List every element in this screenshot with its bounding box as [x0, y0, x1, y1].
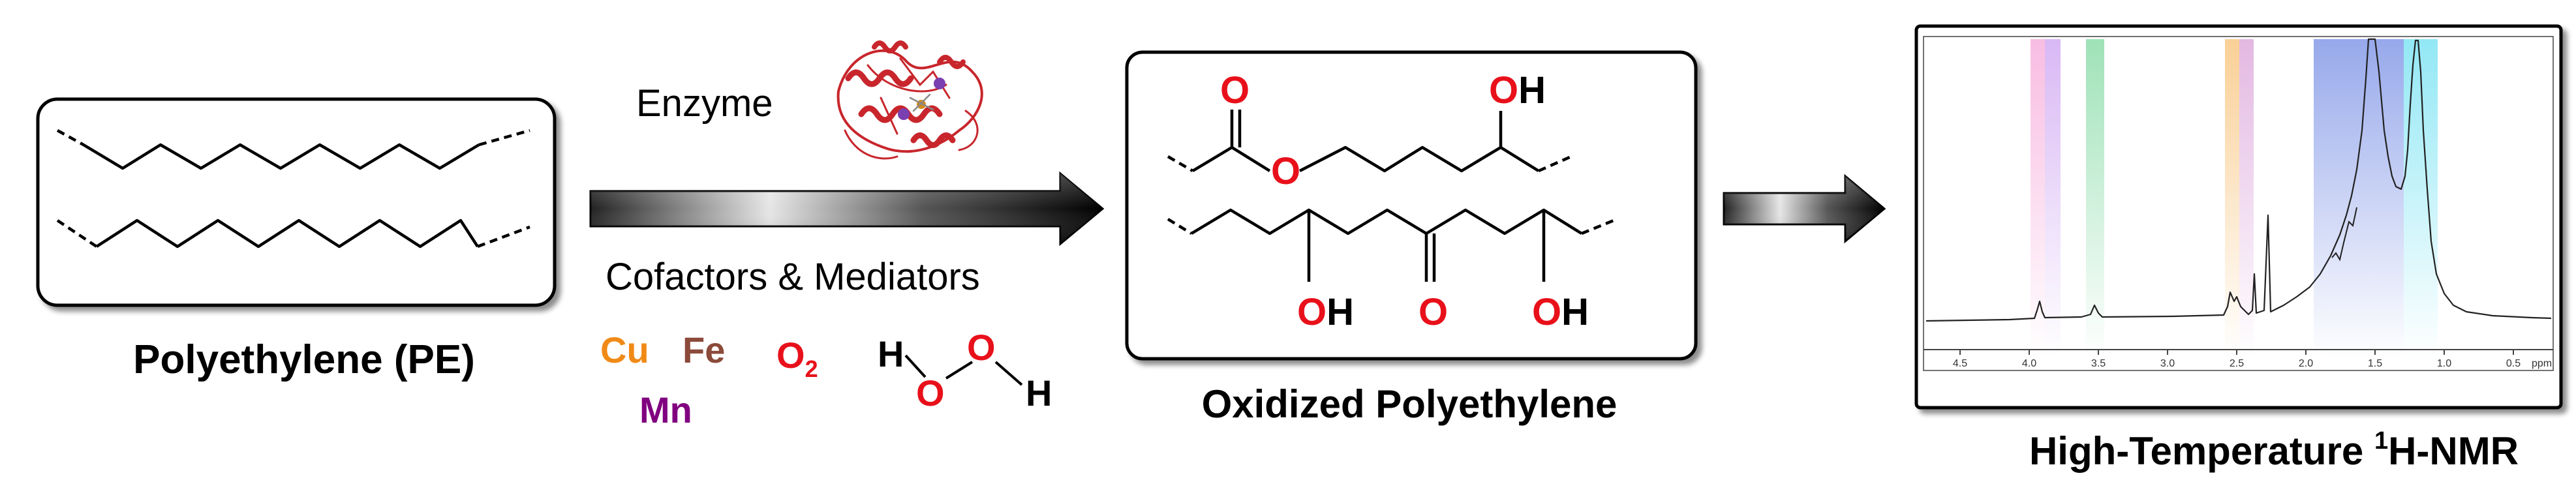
svg-text:O: O	[967, 327, 996, 368]
nmr-x-axis: 4.5 4.0 3.5 3.0 2.5 2.0 1.5 1.0 0.5 ppm	[1924, 349, 2553, 369]
nmr-tick-label: 3.0	[2160, 358, 2175, 369]
oxidized-box	[1125, 50, 1698, 361]
hydrogen-peroxide-structure: H O O H	[878, 327, 1052, 414]
pe-chain-top	[56, 128, 530, 170]
iron-label: Fe	[682, 329, 725, 370]
oxygen-label: O2	[776, 335, 818, 382]
nmr-spectrum-trace	[1925, 38, 2552, 322]
svg-text:OH: OH	[1532, 291, 1589, 333]
nmr-highlight-bands	[2031, 39, 2438, 359]
polyethylene-label: Polyethylene (PE)	[133, 337, 475, 382]
svg-text:H: H	[878, 333, 904, 374]
polyethylene-panel: Polyethylene (PE)	[36, 97, 557, 382]
oxidized-polyethylene-label: Oxidized Polyethylene	[1202, 382, 1618, 426]
nmr-label: High-Temperature 1H-NMR	[2029, 427, 2519, 473]
analysis-arrow	[1723, 173, 1886, 244]
oxidized-chain-top	[1167, 110, 1572, 173]
pe-chain-bottom	[56, 218, 530, 249]
polyethylene-box	[36, 97, 557, 307]
cofactor-species: Cu Fe Mn O2 H O O H	[600, 327, 1052, 430]
oxidized-chain-bottom	[1167, 208, 1618, 282]
oxidized-polyethylene-panel: O O OH OH O OH Oxidized Polyethylene	[1125, 50, 1698, 426]
copper-label: Cu	[600, 329, 649, 370]
manganese-label: Mn	[639, 389, 692, 430]
nmr-tick-label: 4.0	[2022, 358, 2036, 369]
enzyme-structure-icon	[836, 40, 983, 160]
reaction-arrow	[589, 171, 1105, 247]
svg-text:H: H	[1026, 372, 1052, 414]
svg-text:OH: OH	[1297, 291, 1354, 333]
nmr-tick-label: 2.0	[2299, 358, 2313, 369]
nmr-axis-unit: ppm	[2532, 358, 2552, 369]
svg-text:OH: OH	[1489, 69, 1546, 112]
nmr-panel: 4.5 4.0 3.5 3.0 2.5 2.0 1.5 1.0 0.5 ppm High-Tem…	[1914, 24, 2563, 473]
svg-text:O: O	[1271, 150, 1300, 192]
svg-text:O: O	[1220, 69, 1250, 112]
svg-text:O: O	[1418, 291, 1448, 333]
nmr-tick-label: 2.5	[2230, 358, 2244, 369]
nmr-tick-label: 1.0	[2437, 358, 2451, 369]
svg-text:O: O	[916, 372, 945, 414]
cofactors-label: Cofactors & Mediators	[606, 256, 980, 298]
nmr-tick-label: 4.5	[1953, 358, 1967, 369]
nmr-tick-label: 1.5	[2368, 358, 2382, 369]
enzyme-label: Enzyme	[636, 82, 773, 125]
nmr-tick-label: 3.5	[2091, 358, 2106, 369]
nmr-tick-label: 0.5	[2506, 358, 2521, 369]
